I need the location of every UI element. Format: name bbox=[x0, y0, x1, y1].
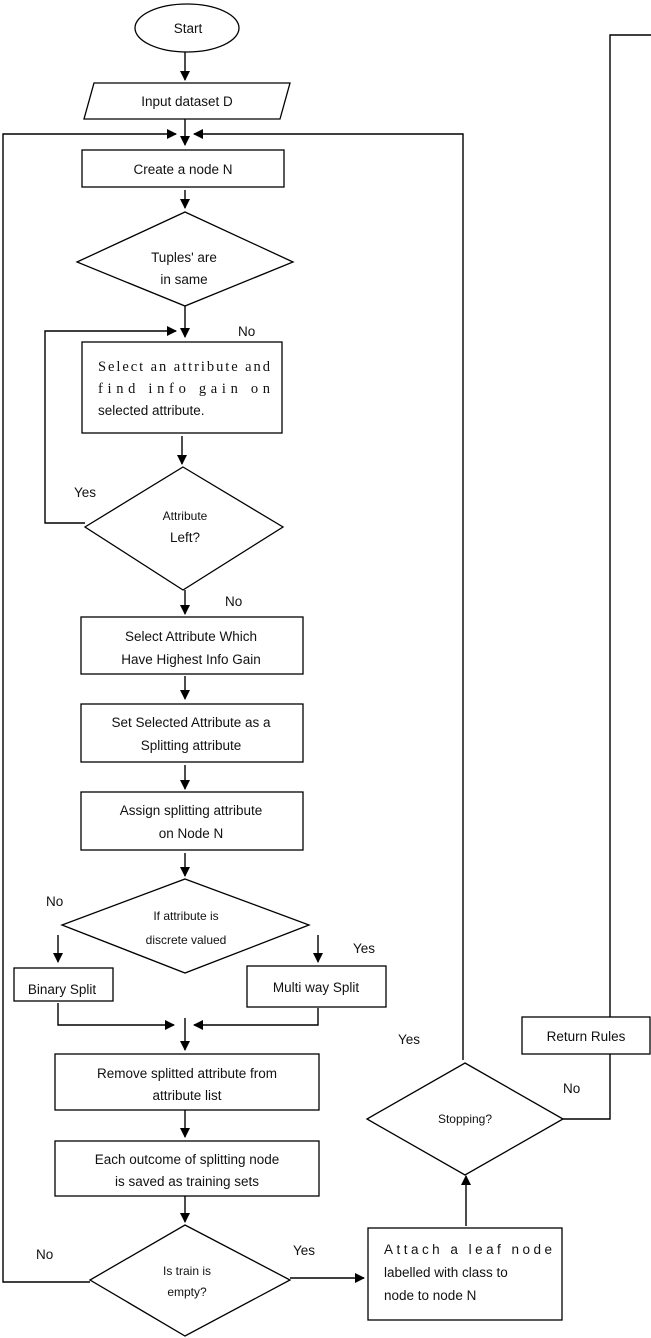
train-empty-diamond bbox=[88, 1224, 292, 1337]
remove-attribute-box bbox=[54, 1053, 320, 1111]
select-highest-box bbox=[80, 616, 304, 675]
node-labels: Start Input dataset D Create a node N Tu… bbox=[28, 21, 626, 1303]
discrete-label-1: If attribute is bbox=[153, 909, 218, 923]
set-splitting-label-2: Splitting attribute bbox=[141, 738, 242, 753]
attach-leaf-box bbox=[367, 1227, 563, 1321]
remove-attribute-label-2: attribute list bbox=[152, 1088, 221, 1103]
set-splitting-label-1: Set Selected Attribute as a bbox=[111, 715, 271, 730]
tuples-same-label-2: in same bbox=[160, 272, 207, 287]
binary-split-label: Binary Split bbox=[28, 982, 97, 997]
edge-label-attrleft-no: No bbox=[225, 594, 242, 609]
attach-leaf-label-2: labelled with class to bbox=[384, 1265, 508, 1280]
edge-label-attrleft-yes: Yes bbox=[74, 485, 96, 500]
input-label: Input dataset D bbox=[141, 94, 233, 109]
create-node-box bbox=[81, 149, 285, 188]
edge-attrleft-yes-loop bbox=[44, 326, 177, 524]
connectors bbox=[2, 34, 651, 1283]
remove-attribute-label-1: Remove splitted attribute from bbox=[97, 1066, 277, 1081]
binary-split-box bbox=[13, 967, 114, 1002]
edge-label-tuples-no: No bbox=[238, 324, 255, 339]
assign-splitting-box bbox=[80, 791, 304, 851]
edge-label-discrete-yes: Yes bbox=[353, 941, 375, 956]
edge-multiway-merge bbox=[193, 1008, 319, 1030]
tuples-same-diamond bbox=[75, 211, 295, 307]
edge-label-discrete-no: No bbox=[46, 894, 63, 909]
select-attribute-label-1: Select an attribute and bbox=[98, 359, 271, 375]
edge-train-no-loop bbox=[2, 129, 177, 1283]
assign-splitting-label-2: on Node N bbox=[159, 826, 224, 841]
edge-stopping-yes-loop bbox=[193, 129, 464, 1060]
train-empty-label-2: empty? bbox=[167, 1285, 207, 1299]
edge-label-stopping-no: No bbox=[563, 1081, 580, 1096]
select-highest-label-2: Have Highest Info Gain bbox=[121, 652, 261, 667]
start-terminal bbox=[134, 3, 240, 53]
attach-leaf-label-3: node to node N bbox=[384, 1288, 476, 1303]
stopping-diamond bbox=[365, 1062, 565, 1176]
select-attribute-box bbox=[81, 341, 283, 434]
attribute-left-label-2: Left? bbox=[170, 530, 200, 545]
discrete-diamond bbox=[60, 878, 311, 974]
edge-stopping-no bbox=[563, 34, 651, 1120]
edge-labels: No Yes No No Yes No Yes Yes No bbox=[36, 324, 580, 1262]
stopping-label: Stopping? bbox=[438, 1112, 492, 1126]
return-rules-box bbox=[521, 1016, 651, 1055]
start-label: Start bbox=[174, 21, 203, 36]
edge-label-stopping-yes: Yes bbox=[398, 1032, 420, 1047]
each-outcome-label-1: Each outcome of splitting node bbox=[95, 1152, 280, 1167]
return-rules-label: Return Rules bbox=[547, 1029, 626, 1044]
multiway-split-label: Multi way Split bbox=[273, 980, 360, 995]
multiway-split-box bbox=[246, 965, 387, 1008]
train-empty-label-1: Is train is bbox=[163, 1264, 211, 1278]
attribute-left-diamond bbox=[83, 466, 285, 591]
attribute-left-label-1: Attribute bbox=[163, 509, 208, 523]
set-splitting-box bbox=[80, 703, 304, 763]
edge-label-train-yes: Yes bbox=[293, 1243, 315, 1258]
tuples-same-label-1: Tuples' are bbox=[151, 250, 217, 265]
discrete-label-2: discrete valued bbox=[146, 933, 227, 947]
each-outcome-box bbox=[54, 1140, 320, 1197]
edge-binary-merge bbox=[57, 1003, 175, 1030]
each-outcome-label-2: is saved as training sets bbox=[115, 1174, 259, 1189]
select-highest-label-1: Select Attribute Which bbox=[125, 629, 257, 644]
edge-label-train-no: No bbox=[36, 1247, 53, 1262]
assign-splitting-label-1: Assign splitting attribute bbox=[120, 803, 263, 818]
input-parallelogram bbox=[83, 82, 291, 120]
create-node-label: Create a node N bbox=[133, 162, 232, 177]
select-attribute-label-3: selected attribute. bbox=[98, 403, 205, 418]
